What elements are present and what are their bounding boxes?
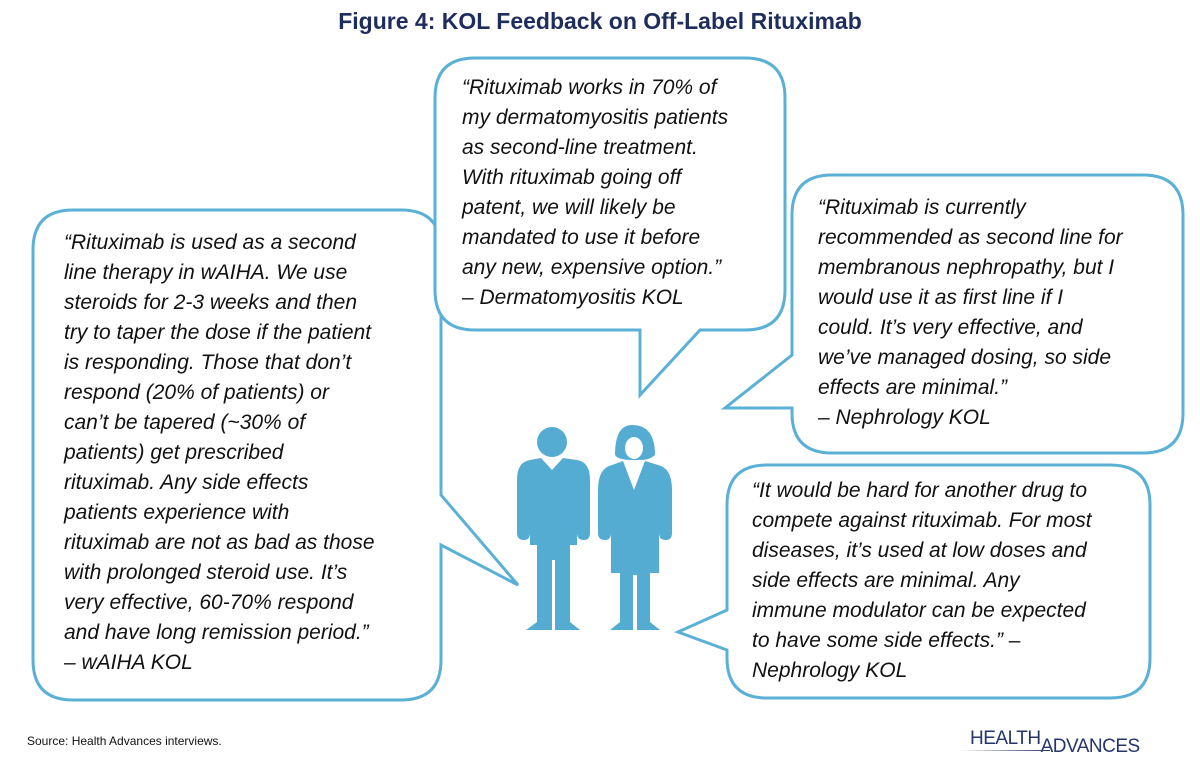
quote-nephrology-1: “Rituximab is currently recommended as s… [818,193,1123,433]
quote-attribution: – Dermatomyositis KOL [462,286,684,309]
figure-title: Figure 4: KOL Feedback on Off-Label Ritu… [338,8,862,34]
quote-line: patients) get prescribed [64,441,284,464]
quote-line: with prolonged steroid use. It’s [64,561,348,584]
quote-dermatomyositis: “Rituximab works in 70% of my dermatomyo… [462,73,728,313]
quote-attribution: Nephrology KOL [752,659,908,682]
quote-line: With rituximab going off [462,166,682,189]
quote-line: immune modulator can be expected [752,599,1086,622]
source-note: Source: Health Advances interviews. [27,734,222,748]
logo-word-advances: ADVANCES [1040,736,1141,757]
quote-line: to have some side effects.” – [752,629,1021,652]
quote-line: mandated to use it before [462,226,701,249]
man-icon [517,427,590,630]
quote-line: diseases, it’s used at low doses and [752,539,1087,562]
quote-line: could. It’s very effective, and [818,316,1083,339]
quote-line: rituximab. Any side effects [64,471,309,494]
people-icon [517,425,672,630]
quote-line: effects are minimal.” [818,376,1008,399]
quote-line: steroids for 2-3 weeks and then [64,291,357,314]
logo-word-health: HEALTH [970,728,1041,749]
bubble-dermatomyositis [433,56,787,399]
quote-line: “It would be hard for another drug to [752,479,1088,502]
quote-line: is responding. Those that don’t [64,351,352,374]
quote-line: try to taper the dose if the patient [64,321,372,344]
bubble-nephrology-1 [720,173,1185,455]
quote-line: recommended as second line for [818,226,1123,249]
quote-line: rituximab are not as bad as those [64,531,375,554]
quote-line: compete against rituximab. For most [752,509,1092,532]
quote-line: patients experience with [64,501,290,524]
quote-line: as second-line treatment. [462,136,698,159]
quote-line: and have long remission period.” [64,621,369,644]
woman-icon [598,425,672,630]
quote-line: respond (20% of patients) or [64,381,329,404]
quote-line: membranous nephropathy, but I [818,256,1115,279]
bubble-nephrology-2 [674,463,1152,700]
quote-line: “Rituximab is used as a second [64,231,356,254]
quote-line: side effects are minimal. Any [752,569,1020,592]
quote-line: very effective, 60-70% respond [64,591,354,614]
quote-attribution: – Nephrology KOL [818,406,991,429]
quote-line: can’t be tapered (~30% of [64,411,306,434]
quote-line: would use it as first line if I [818,286,1064,309]
quote-line: my dermatomyositis patients [462,106,729,129]
health-advances-logo: HEALTHADVANCES [960,728,1140,757]
quote-waiha: “Rituximab is used as a second line ther… [64,228,375,678]
quote-line: patent, we will likely be [462,196,676,219]
quote-line: any new, expensive option.” [462,256,722,279]
quote-attribution: – wAIHA KOL [64,651,193,674]
quote-line: we’ve managed dosing, so side [818,346,1112,369]
quote-nephrology-2: “It would be hard for another drug to co… [752,476,1092,686]
quote-line: “Rituximab works in 70% of [462,76,717,99]
logo-underline [960,750,1050,751]
quote-line: line therapy in wAIHA. We use [64,261,348,284]
quote-line: “Rituximab is currently [818,196,1026,219]
